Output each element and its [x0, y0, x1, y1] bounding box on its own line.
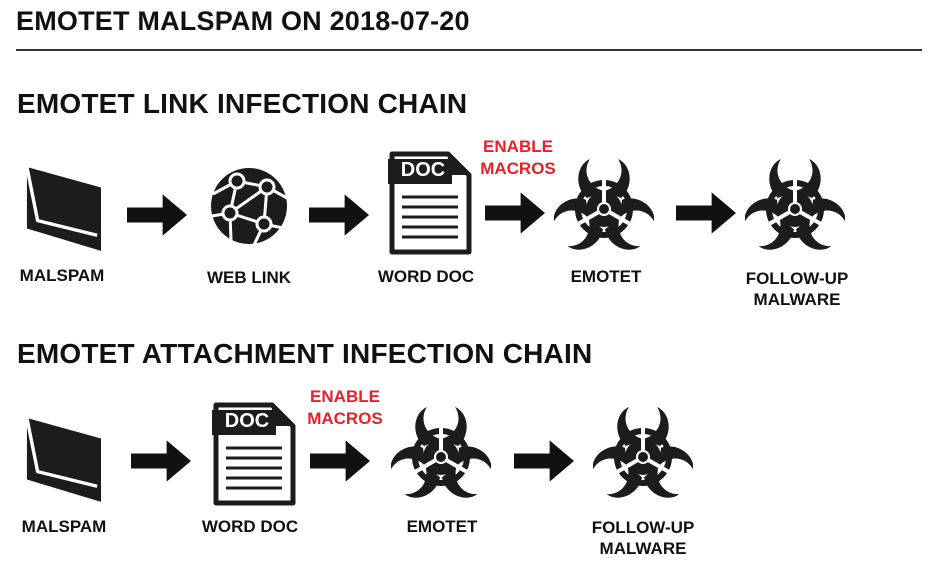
- arrow-right-icon: [676, 192, 736, 234]
- arrow-right-icon: [485, 192, 545, 234]
- step-label-web-link: WEB LINK: [206, 268, 292, 287]
- step-label-emotet: EMOTET: [406, 517, 478, 536]
- step-label-malspam: MALSPAM: [21, 517, 107, 536]
- step-label-emotet: EMOTET: [570, 267, 642, 286]
- biohazard-icon: [391, 405, 491, 505]
- doc-icon-text: DOC: [400, 159, 446, 181]
- arrow-right-icon: [310, 440, 370, 482]
- arrow-right-icon: [309, 194, 369, 236]
- arrow-right-icon: [127, 194, 187, 236]
- enable-macros-note: ENABLE MACROS: [307, 387, 383, 428]
- title-divider: [16, 49, 922, 51]
- link-chain-title: EMOTET LINK INFECTION CHAIN: [17, 88, 468, 119]
- step-label-malspam: MALSPAM: [19, 266, 105, 285]
- biohazard-icon: [593, 405, 693, 505]
- step-label-follow-up-malware: FOLLOW-UP MALWARE: [591, 518, 695, 558]
- doc-icon-text: DOC: [224, 410, 270, 432]
- biohazard-icon: [554, 157, 654, 257]
- page-title: EMOTET MALSPAM ON 2018-07-20: [16, 6, 470, 36]
- envelope-icon: [24, 163, 102, 251]
- network-globe-icon: [209, 166, 289, 246]
- enable-macros-note: ENABLE MACROS: [480, 137, 556, 178]
- step-label-follow-up-malware: FOLLOW-UP MALWARE: [745, 269, 849, 309]
- step-label-word-doc: WORD DOC: [201, 517, 299, 536]
- arrow-right-icon: [514, 440, 574, 482]
- attachment-chain-title: EMOTET ATTACHMENT INFECTION CHAIN: [17, 338, 593, 369]
- step-label-word-doc: WORD DOC: [377, 267, 475, 286]
- envelope-icon: [24, 414, 102, 502]
- arrow-right-icon: [131, 440, 191, 482]
- biohazard-icon: [745, 157, 845, 257]
